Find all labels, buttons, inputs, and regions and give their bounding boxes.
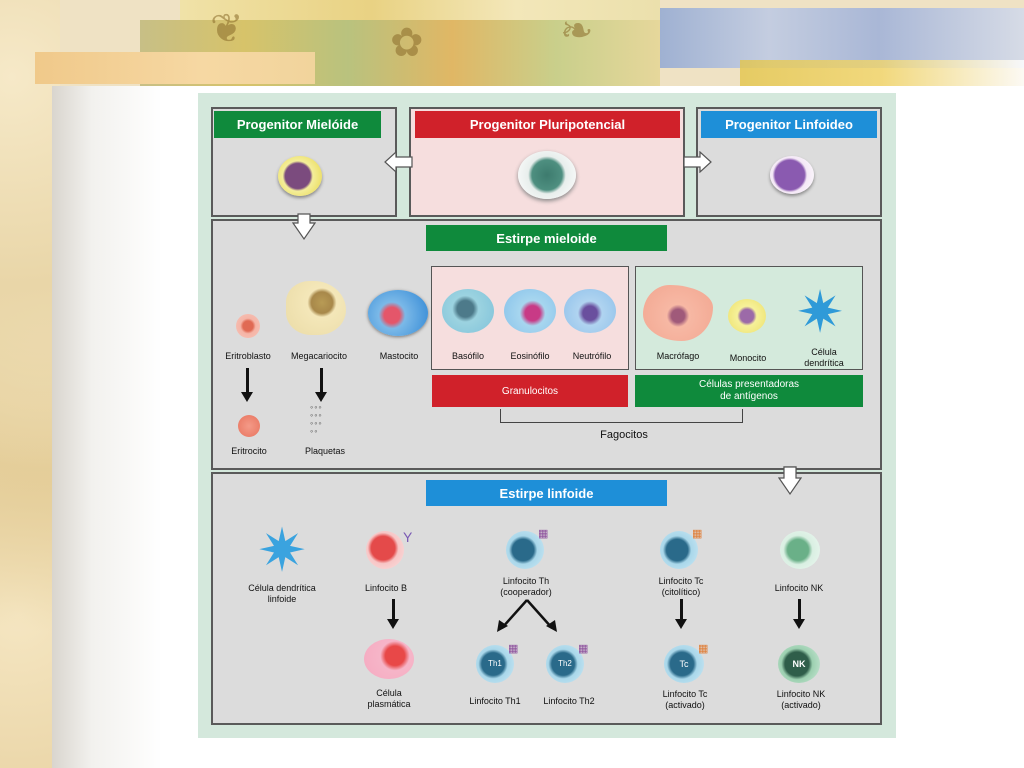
eritroblasto-label: Eritroblasto xyxy=(225,351,271,361)
pluripotent-progenitor-label: Progenitor Pluripotencial xyxy=(415,111,680,138)
linfocito-tc-activado-cell: Tc xyxy=(664,645,704,683)
apc-line-2: de antígenos xyxy=(720,391,778,402)
celula-dendritica-label: Célula dendrítica xyxy=(796,347,852,369)
apc-label: Células presentadoras de antígenos xyxy=(635,375,863,407)
th-line1: Linfocito Th xyxy=(502,576,550,586)
decorative-strip xyxy=(35,52,315,84)
basofilo-label: Basófilo xyxy=(451,351,485,361)
linfocito-nk-activado-label: Linfocito NK (activado) xyxy=(764,689,838,711)
linfocito-nk-cell xyxy=(780,531,820,569)
linfocito-nk-label: Linfocito NK xyxy=(774,583,824,593)
th2-glyph: Th2 xyxy=(558,659,572,668)
linfocito-th2-cell: Th2 xyxy=(546,645,584,683)
mastocito-label: Mastocito xyxy=(379,351,419,361)
megacariocito-cell xyxy=(286,281,346,335)
granulocitos-label: Granulocitos xyxy=(432,375,628,407)
linfocito-nk-activado-cell: NK xyxy=(778,645,820,683)
arrows-th-split xyxy=(497,599,557,632)
tc-act-line2: (activado) xyxy=(665,700,705,710)
apc-line-1: Células presentadoras xyxy=(698,379,800,390)
arrow-b-to-plasma xyxy=(387,599,399,629)
macrofago-cell xyxy=(643,285,713,341)
th-receptor-icon: ▦ xyxy=(538,528,549,540)
fagocitos-label: Fagocitos xyxy=(600,429,648,441)
lymphoid-progenitor-cell xyxy=(770,156,814,194)
linfocito-b-label: Linfocito B xyxy=(364,583,408,593)
hematopoiesis-diagram: Progenitor Mielóide Progenitor Pluripote… xyxy=(198,93,896,738)
linfocito-tc-cell xyxy=(660,531,698,569)
eritrocito-cell xyxy=(238,415,260,437)
lymphoid-lineage-box xyxy=(211,472,882,725)
linfocito-th1-label: Linfocito Th1 xyxy=(469,696,521,706)
plaquetas-icon: ◦◦◦◦◦◦◦◦◦◦◦ xyxy=(310,402,323,436)
eritrocito-label: Eritrocito xyxy=(231,446,267,456)
myeloid-progenitor-label: Progenitor Mielóide xyxy=(214,111,381,138)
monocito-label: Monocito xyxy=(729,353,767,363)
dendritic-lymphoid-label: Célula dendrítica linfoide xyxy=(236,583,328,605)
linfocito-th-label: Linfocito Th (cooperador) xyxy=(490,576,562,598)
arrow-tc-to-activated xyxy=(675,599,687,629)
plaquetas-label: Plaquetas xyxy=(304,446,346,456)
myeloid-lineage-title: Estirpe mieloide xyxy=(426,225,667,251)
lymphoid-progenitor-label: Progenitor Linfoideo xyxy=(701,111,877,138)
arrow-eritroblasto-eritrocito xyxy=(241,368,253,402)
plasma-line2: plasmática xyxy=(367,699,411,709)
pluripotent-progenitor-cell xyxy=(518,151,576,199)
celula-dendritica-text: Célula dendrítica xyxy=(804,347,844,368)
decorative-banner: ❦ ✿ ❧ xyxy=(140,0,1024,86)
antibody-icon: Y xyxy=(403,529,413,545)
th-line2: (cooperador) xyxy=(500,587,552,597)
linfocito-th-cell xyxy=(506,531,544,569)
arrow-down-to-myeloid xyxy=(292,213,316,241)
linfocito-b-cell xyxy=(366,531,404,569)
th1-receptor-icon: ▦ xyxy=(508,643,519,655)
nk-act-line1: Linfocito NK xyxy=(776,689,826,699)
monocito-cell xyxy=(728,299,766,333)
linfocito-th2-label: Linfocito Th2 xyxy=(543,696,595,706)
dendritic-lymphoid-line2: linfoide xyxy=(267,594,297,604)
tc-receptor-icon: ▦ xyxy=(692,528,703,540)
arrow-down-to-lymphoid-overlay xyxy=(778,466,802,496)
arrow-to-myeloid-progenitor xyxy=(384,151,413,173)
linfocito-tc-label: Linfocito Tc (citolítico) xyxy=(646,576,716,598)
dendritic-cell-myeloid: ✷ xyxy=(795,280,845,345)
basofilo-cell xyxy=(442,289,494,333)
plasma-cell-label: Célula plasmática xyxy=(354,688,424,710)
myeloid-progenitor-cell xyxy=(278,156,322,196)
th2-receptor-icon: ▦ xyxy=(578,643,589,655)
eritroblasto-cell xyxy=(236,314,260,338)
arrow-megacariocito-plaquetas xyxy=(315,368,327,402)
fagocitos-bracket xyxy=(500,409,743,423)
arrow-to-lymphoid-progenitor xyxy=(683,151,712,173)
tc-act-receptor-icon: ▦ xyxy=(698,643,709,655)
mastocito-cell xyxy=(368,290,428,336)
plasma-line1: Célula xyxy=(376,688,402,698)
megacariocito-label: Megacariocito xyxy=(290,351,348,361)
nk-act-line2: (activado) xyxy=(781,700,821,710)
arrow-nk-to-activated xyxy=(793,599,805,629)
linfocito-tc-activado-label: Linfocito Tc (activado) xyxy=(648,689,722,711)
tc-line2: (citolítico) xyxy=(661,587,701,597)
dendritic-cell-lymphoid: ✷ xyxy=(256,517,308,584)
neutrofilo-label: Neutrófilo xyxy=(572,351,612,361)
th1-glyph: Th1 xyxy=(488,659,502,668)
dendritic-lymphoid-line1: Célula dendrítica xyxy=(248,583,316,593)
eosinofilo-cell xyxy=(504,289,556,333)
neutrofilo-cell xyxy=(564,289,616,333)
lymphoid-lineage-title: Estirpe linfoide xyxy=(426,480,667,506)
tc-glyph: Tc xyxy=(679,659,689,669)
tc-act-line1: Linfocito Tc xyxy=(662,689,708,699)
tc-line1: Linfocito Tc xyxy=(658,576,704,586)
nk-glyph: NK xyxy=(792,659,806,669)
eosinofilo-label: Eosinófilo xyxy=(510,351,550,361)
plasma-cell xyxy=(364,639,414,679)
parchment-background xyxy=(0,0,60,768)
macrofago-label: Macrófago xyxy=(656,351,700,361)
linfocito-th1-cell: Th1 xyxy=(476,645,514,683)
